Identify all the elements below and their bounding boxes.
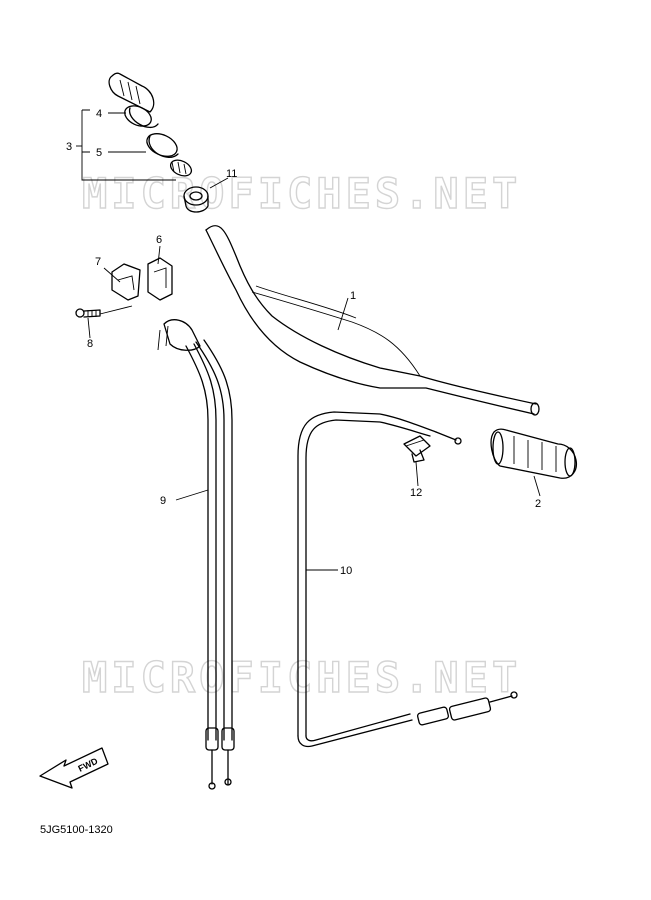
callout-7: 7 <box>95 256 101 268</box>
callout-6: 6 <box>156 234 162 246</box>
left-grip-part-2 <box>490 428 578 479</box>
callout-11: 11 <box>226 168 237 180</box>
callout-5: 5 <box>96 147 102 159</box>
handlebar-holder-clamps <box>111 257 173 301</box>
throttle-grip-assembly <box>108 72 193 177</box>
callout-2: 2 <box>535 498 541 510</box>
clutch-cable-part-10 <box>297 411 518 748</box>
callout-10: 10 <box>340 565 352 577</box>
diagram-part-code: 5JG5100-1320 <box>40 824 113 836</box>
callout-1: 1 <box>350 290 356 302</box>
callout-9: 9 <box>160 495 166 507</box>
cable-adjuster-part-12 <box>403 435 431 463</box>
callout-labels: 1 2 3 4 5 6 7 8 9 10 11 12 <box>66 108 541 577</box>
fwd-arrow-icon: FWD <box>39 747 109 789</box>
watermark-bottom: MICROFICHES.NET <box>82 653 521 702</box>
callout-3: 3 <box>66 141 72 153</box>
callout-8: 8 <box>87 338 93 350</box>
bolt-part-8 <box>75 308 101 318</box>
callout-12: 12 <box>410 487 422 499</box>
throttle-cables-part-9 <box>157 319 235 790</box>
leader-lines <box>76 109 541 571</box>
watermark-top: MICROFICHES.NET <box>82 169 521 218</box>
handlebar-part-1 <box>205 224 540 416</box>
collar-part-11 <box>183 186 209 213</box>
callout-4: 4 <box>96 108 102 120</box>
